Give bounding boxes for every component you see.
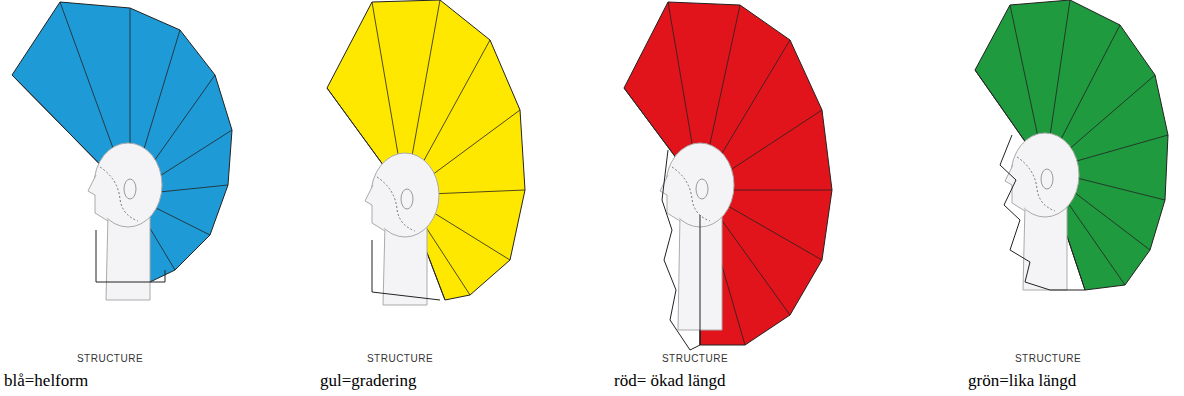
ear [401, 189, 413, 209]
ear [124, 179, 136, 199]
hairline [377, 177, 415, 231]
face-profile [365, 185, 385, 231]
hair-fan [975, 0, 1168, 290]
hair-outline [372, 240, 440, 300]
head-figure [624, 2, 832, 350]
hair-outline [96, 230, 165, 282]
hair-outline [662, 150, 700, 350]
hairline [672, 167, 710, 221]
ear [696, 179, 708, 199]
hair-outline [1000, 135, 1085, 290]
legend-text: grön=lika längd [968, 371, 1076, 391]
face-profile [88, 175, 108, 221]
hairline [1017, 157, 1055, 211]
legend-text: röd= ökad längd [614, 371, 726, 391]
structure-label: STRUCTURE [367, 353, 433, 364]
structure-label: STRUCTURE [1015, 353, 1081, 364]
ear [1041, 169, 1053, 189]
hair-fan [624, 2, 832, 345]
head-figure [975, 0, 1168, 290]
legend-text: gul=gradering [320, 371, 416, 391]
face-profile [660, 175, 680, 221]
hairline [100, 167, 138, 221]
head-figure [327, 0, 525, 305]
structure-label: STRUCTURE [662, 353, 728, 364]
head-figure [12, 2, 232, 300]
legend-text: blå=helform [4, 371, 88, 391]
hair-outline [700, 215, 701, 345]
structure-label: STRUCTURE [77, 353, 143, 364]
